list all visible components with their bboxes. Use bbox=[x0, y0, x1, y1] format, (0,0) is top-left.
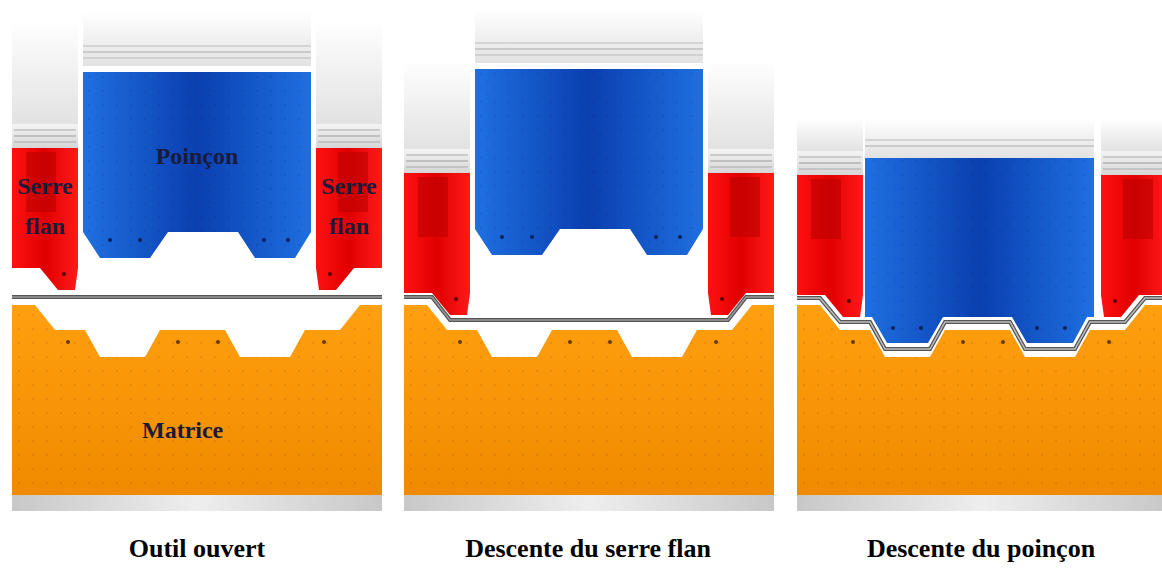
panel-caption: Outil ouvert bbox=[129, 534, 266, 564]
part-name: Poinçon bbox=[83, 136, 311, 176]
part-name: Matrice bbox=[142, 410, 382, 450]
part-name: Serre flan bbox=[312, 166, 386, 246]
panel-caption: Descente du serre flan bbox=[465, 534, 711, 564]
panel-caption: Descente du poinçon bbox=[867, 534, 1095, 564]
part-name: Serre flan bbox=[8, 166, 82, 246]
blank-holder-box: Serre flan bbox=[8, 148, 82, 268]
blank-holder-box: Serre flan bbox=[312, 148, 386, 268]
punch-label-box: Poinçon bbox=[83, 72, 311, 258]
die-box: Matrice bbox=[12, 362, 382, 495]
